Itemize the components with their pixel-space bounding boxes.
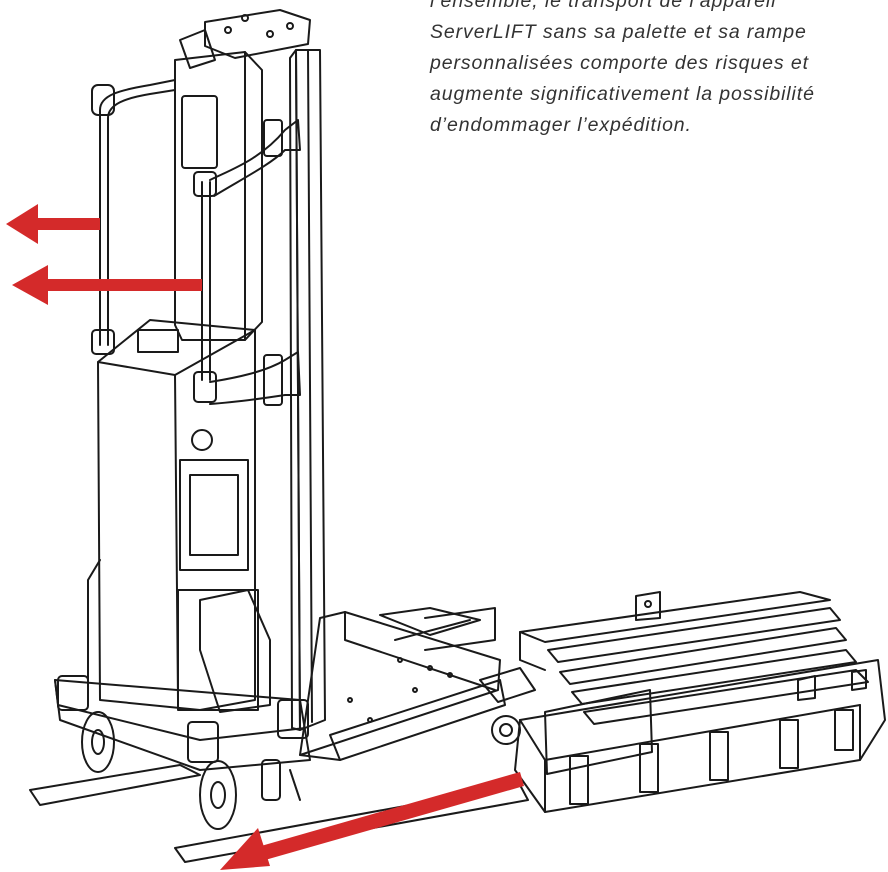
- warning-arrows: [6, 204, 524, 870]
- caption-line-5: d’endommager l’expédition.: [430, 114, 692, 136]
- pallet-drawing: [514, 591, 886, 813]
- caption-line-2: ServerLIFT sans sa palette et sa rampe: [430, 21, 807, 43]
- mast-drawing: [91, 9, 326, 731]
- arrow-lower-left: [12, 265, 202, 305]
- instruction-caption: l’ensemble, le transport de l’appareil S…: [430, 0, 888, 141]
- caption-line-1: l’ensemble, le transport de l’appareil: [430, 0, 777, 12]
- arrow-down-left: [220, 772, 524, 870]
- lift-platform-drawing: [299, 607, 536, 761]
- caption-line-4: augmente significativement la possibilit…: [430, 83, 815, 105]
- caption-line-3: personnalisées comporte des risques et: [430, 52, 809, 74]
- arrow-upper-left: [6, 204, 100, 244]
- base-column-drawing: [87, 319, 271, 713]
